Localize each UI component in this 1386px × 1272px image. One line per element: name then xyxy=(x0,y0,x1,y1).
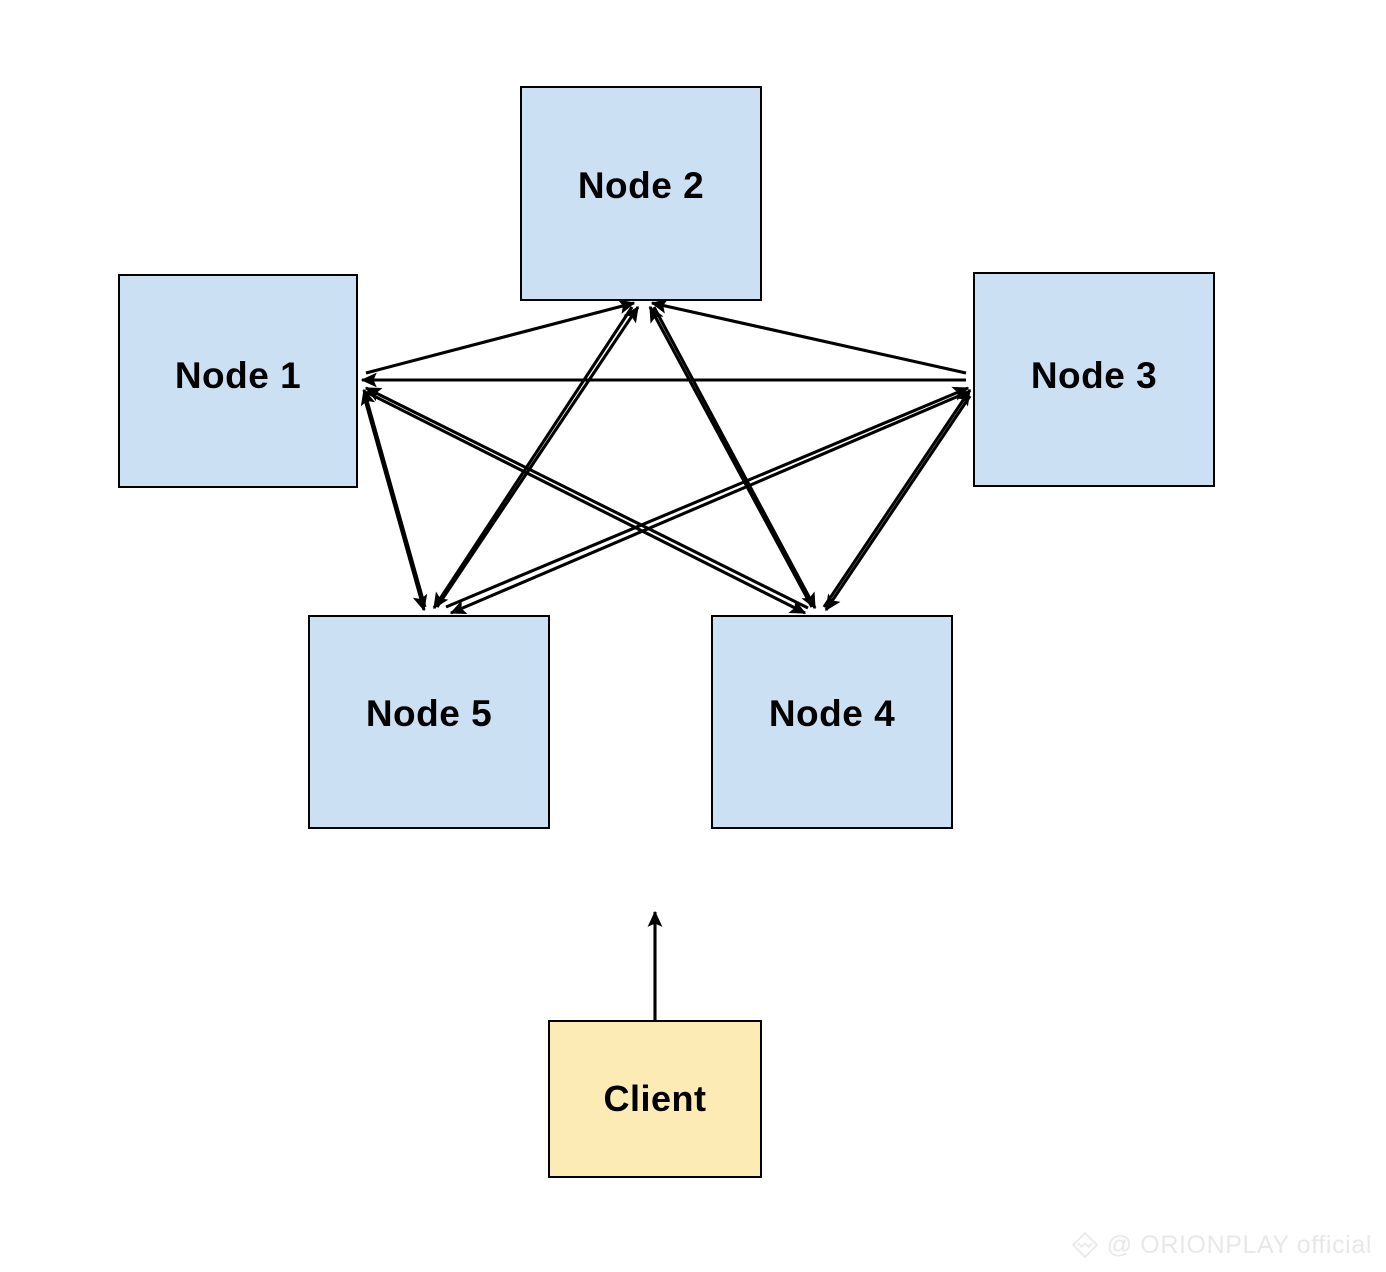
edge-node1-to-node4 xyxy=(365,390,807,615)
edge-node5-to-node1 xyxy=(360,388,427,608)
node-box-node1[interactable]: Node 1 xyxy=(118,274,358,488)
edge-node5-to-node3 xyxy=(445,386,970,609)
edge-node4-to-node1 xyxy=(364,386,809,610)
node-label: Node 4 xyxy=(768,692,896,734)
node-label: Node 3 xyxy=(1030,355,1158,396)
watermark: @ ORIONPLAY official xyxy=(1070,1230,1372,1260)
edge-node3-to-node2 xyxy=(650,298,967,375)
edge-node5-to-node2 xyxy=(435,305,640,608)
watermark-text: @ ORIONPLAY official xyxy=(1106,1230,1372,1259)
edge-node3-to-node5 xyxy=(449,390,969,615)
node-box-node3[interactable]: Node 3 xyxy=(973,272,1215,487)
node-label: Node 2 xyxy=(577,165,705,206)
node-box-client[interactable]: Client xyxy=(548,1020,762,1178)
edge-node4-to-node3 xyxy=(822,388,972,608)
node-box-node4[interactable]: Node 4 xyxy=(711,615,953,829)
edge-node1-to-node2 xyxy=(365,299,636,375)
edge-node1-to-node5 xyxy=(362,395,428,612)
node-label: Client xyxy=(603,1078,707,1119)
node-box-node5[interactable]: Node 5 xyxy=(308,615,550,829)
edge-node2-to-node4 xyxy=(652,306,817,610)
node-label: Node 5 xyxy=(365,692,493,734)
node-label: Node 1 xyxy=(174,354,302,396)
diamond-logo-icon xyxy=(1071,1231,1098,1259)
edge-node3-to-node4 xyxy=(824,395,972,612)
edge-node4-to-node2 xyxy=(648,305,814,608)
edge-node2-to-node5 xyxy=(432,306,634,610)
node-box-node2[interactable]: Node 2 xyxy=(520,86,762,301)
